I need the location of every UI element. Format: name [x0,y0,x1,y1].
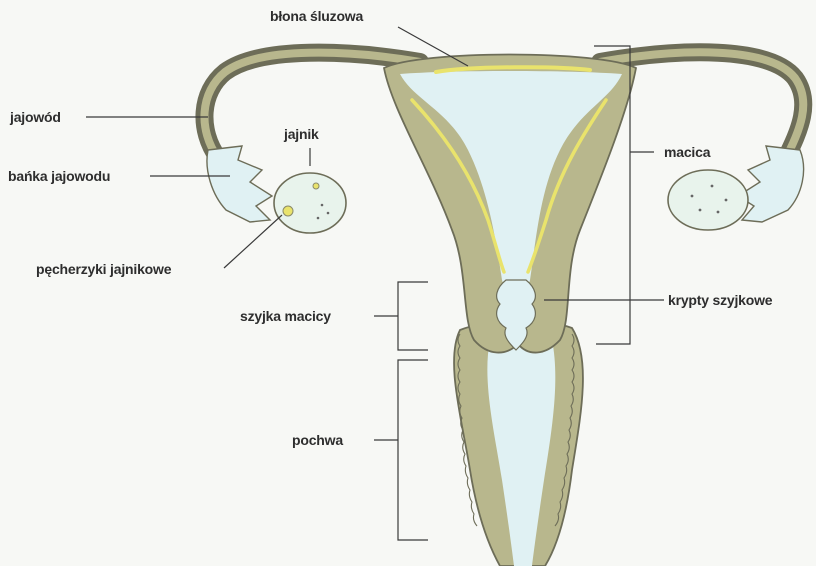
label-ovary: jajnik [284,126,319,142]
label-cervical-crypts: krypty szyjkowe [668,292,772,308]
leader-follicles [224,215,282,268]
uterus [384,55,636,353]
ovary-dot [711,185,714,188]
ovarian-follicle [313,183,319,189]
ovary-dot [717,211,720,214]
ovary-dot [327,212,330,215]
ovarian-follicle [283,206,293,216]
label-infundibulum: bańka jajowodu [8,168,110,184]
label-uterus: macica [664,144,710,160]
bracket-vagina [398,360,428,540]
ovary-dot [725,199,728,202]
ovary-dot [691,195,694,198]
label-mucosa: błona śluzowa [270,8,363,24]
left-infundibulum [207,146,272,222]
left-ovary [274,173,346,233]
label-vagina: pochwa [292,432,343,448]
ovary-dot [317,217,320,220]
right-ovary [668,170,748,230]
ovary-dot [321,204,324,207]
right-infundibulum [738,146,804,222]
label-follicles: pęcherzyki jajnikowe [36,261,171,277]
bracket-cervix [398,282,428,350]
vagina [454,321,583,566]
label-fallopian-tube: jajowód [10,109,61,125]
label-cervix: szyjka macicy [240,308,331,324]
ovary-dot [699,209,702,212]
